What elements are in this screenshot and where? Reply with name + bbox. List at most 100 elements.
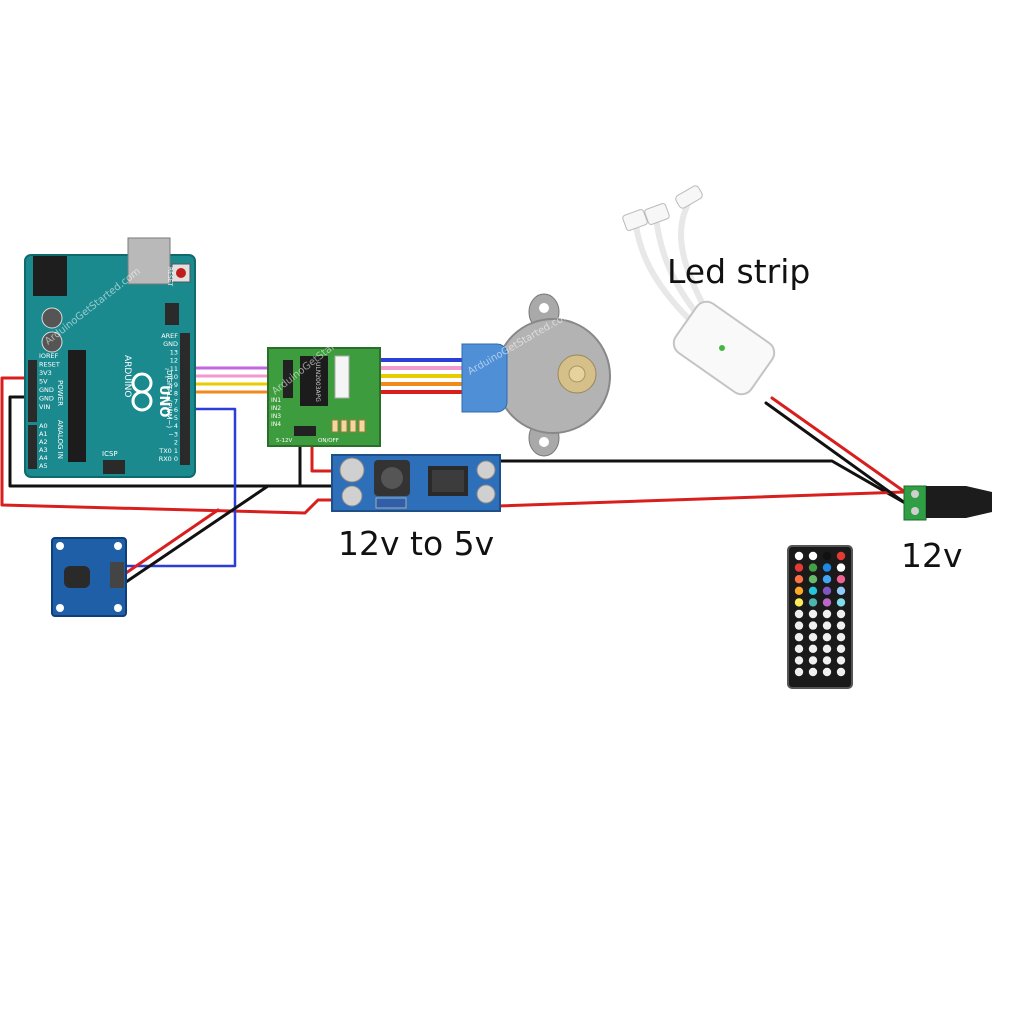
led-controller-indicator	[719, 345, 725, 351]
remote-button-icon	[794, 586, 804, 595]
icsp-header-top	[165, 303, 179, 325]
analog-pin-label: A2	[39, 438, 48, 446]
analog-pin-label: A4	[39, 454, 48, 462]
analog-pin-label: A3	[39, 446, 48, 454]
remote-button-icon	[836, 609, 846, 619]
wire-ir-black	[124, 484, 270, 584]
remote-button-icon	[808, 633, 818, 642]
led-connector	[644, 203, 670, 225]
led-strip-label: Led strip	[667, 252, 811, 291]
digital-pin-label: ~6	[168, 406, 178, 414]
remote-button-icon	[836, 621, 846, 630]
remote-button-icon	[822, 667, 832, 677]
remote-button-icon	[808, 575, 818, 584]
digital-pin-label: TX0 1	[158, 447, 178, 455]
remote-button-icon	[822, 644, 832, 653]
power-pin-label: 5V	[39, 378, 48, 386]
stepper-motor	[461, 293, 611, 457]
driver-switch-label: ON/OFF	[318, 438, 339, 444]
power-pin-label: GND	[39, 386, 54, 394]
digital-pin-label: 2	[174, 439, 178, 447]
remote-button-icon	[836, 656, 846, 665]
remote-button-icon	[794, 633, 804, 642]
driver-led-icon	[340, 419, 348, 433]
driver-input-label: IN4	[271, 421, 281, 428]
driver-led-icon	[349, 419, 357, 433]
wire-signal-blue	[124, 407, 237, 568]
jack-body	[926, 486, 992, 518]
remote-button-icon	[836, 551, 846, 561]
power-pin-label: GND	[39, 395, 54, 403]
led-connector	[622, 209, 648, 231]
analog-header-label: ANALOG IN	[56, 420, 64, 459]
power-pins	[294, 426, 316, 436]
digital-pin-label: 13	[170, 348, 178, 356]
remote-button-icon	[822, 586, 832, 595]
remote-button-icon	[808, 644, 818, 653]
power-header-label: POWER	[56, 380, 64, 406]
remote-button-icon	[822, 575, 832, 584]
board-name-text: UNO	[156, 385, 171, 418]
driver-led-icon	[358, 419, 366, 433]
converter-capacitor	[476, 460, 496, 480]
dc-power-jack	[903, 485, 992, 521]
remote-button-icon	[822, 656, 832, 665]
power-header	[28, 360, 37, 422]
digital-pin-label: 4	[174, 422, 178, 430]
arduino-uno-board: ARDUINO UNO POWER ANALOG IN DIGITAL (PWM…	[24, 237, 196, 478]
remote-button-icon	[794, 667, 804, 677]
remote-button-icon	[794, 644, 804, 653]
led-cable	[633, 225, 693, 323]
remote-button-icon	[836, 563, 846, 572]
converter-label: 12v to 5v	[338, 524, 495, 563]
remote-button-icon	[822, 609, 832, 619]
analog-pin-label: A1	[39, 430, 48, 438]
remote-button-icon	[822, 621, 832, 630]
power-pin-label: RESET	[39, 361, 60, 369]
remote-button-icon	[794, 609, 804, 619]
remote-button-icon	[836, 633, 846, 642]
remote-button-icon	[794, 575, 804, 584]
wire-ir-red	[124, 508, 220, 575]
buck-converter-module	[331, 454, 501, 512]
remote-button-icon	[808, 621, 818, 630]
remote-button-icon	[794, 551, 804, 561]
analog-pin-label: A5	[39, 462, 48, 470]
power-input-label: 12v	[901, 536, 963, 575]
board-brand-text: ARDUINO	[122, 355, 132, 397]
ir-pins	[110, 562, 124, 588]
digital-pin-label: ~11	[164, 365, 178, 373]
driver-chip	[300, 356, 328, 406]
usb-port	[127, 237, 171, 285]
capacitor	[41, 307, 63, 329]
power-pin-label: 3V3	[39, 369, 52, 377]
remote-button-icon	[822, 633, 832, 642]
digital-pin-label: ~3	[168, 430, 178, 438]
digital-pin-label: ~9	[168, 381, 178, 389]
icsp-label: ICSP	[102, 450, 118, 458]
converter-capacitor	[476, 484, 496, 504]
remote-button-icon	[822, 551, 832, 561]
ir-sensor	[64, 566, 90, 588]
remote-button-icon	[808, 563, 818, 572]
wire-12v-black	[496, 459, 907, 505]
remote-button-icon	[836, 598, 846, 607]
remote-button-icon	[794, 656, 804, 665]
atmega-chip	[68, 350, 86, 462]
converter-capacitor	[339, 457, 365, 483]
barrel-jack	[33, 256, 67, 296]
remote-button-icon	[822, 563, 832, 572]
converter-capacitor	[341, 485, 363, 507]
motor-cable-cover	[461, 343, 508, 413]
remote-button-icon	[836, 667, 846, 677]
wire-gnd-black	[8, 395, 334, 488]
digital-pin-label: AREF	[161, 332, 178, 340]
converter-potentiometer	[375, 497, 407, 509]
remote-button-icon	[822, 598, 832, 607]
wire-driver-red	[310, 438, 334, 473]
driver-chip-label: ULN2003APG	[314, 362, 321, 402]
remote-button-icon	[794, 621, 804, 630]
driver-power-label: 5-12V	[276, 438, 292, 444]
